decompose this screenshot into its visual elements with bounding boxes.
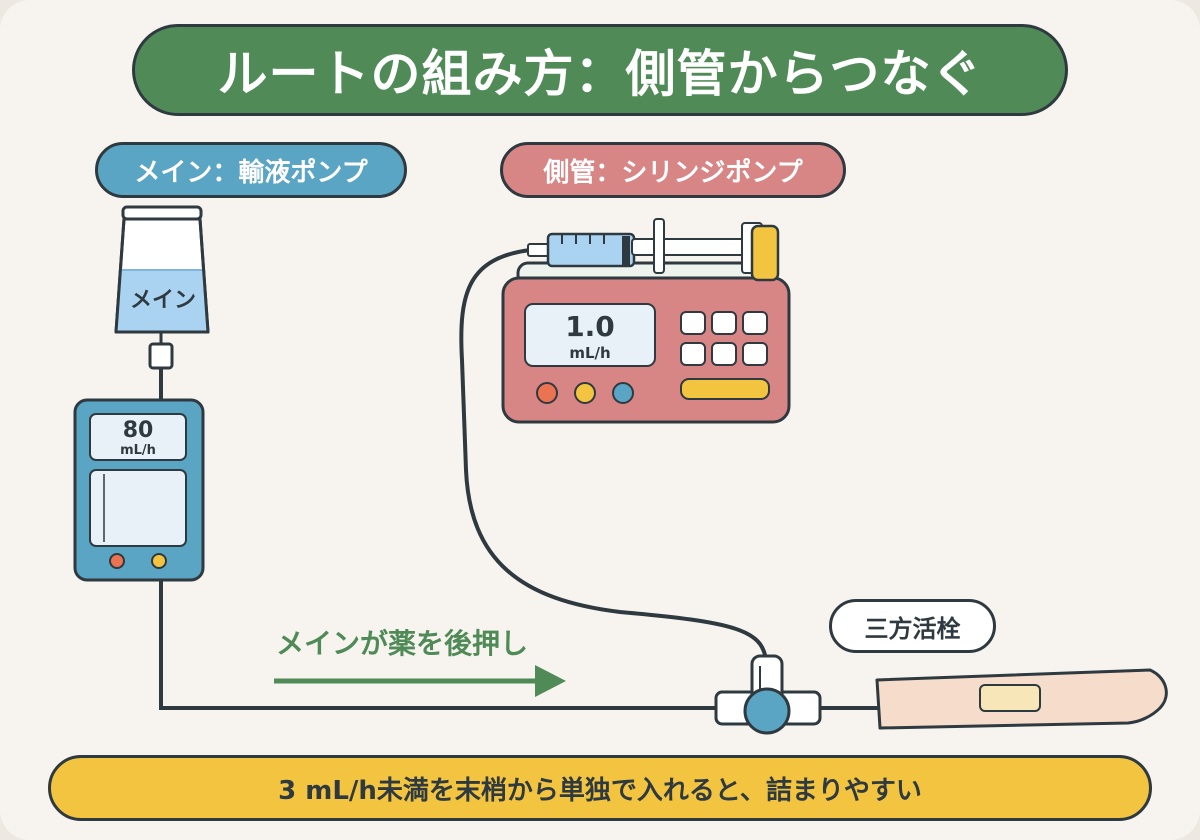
stopcock [714,654,822,735]
syringe-pump [501,261,791,424]
flow-note: メインが薬を後押し [276,627,529,660]
iv-catheter-site [875,668,1168,730]
warning-banner: 3 mL/h未満を末梢から単独で入れると、詰まりやすい [48,755,1152,821]
infusion-pump-rate: 80 [122,418,154,443]
main-route-label: メイン：輸液ポンプ [95,142,407,198]
syringe [527,218,780,282]
page-title: ルートの組み方：側管からつなぐ [132,24,1068,116]
syringe-pump-rate: 1.0 [565,310,615,343]
side-tube [459,248,768,662]
syringe-pump-keypad [680,311,768,366]
iv-bag [114,205,210,370]
main-tube [159,578,722,710]
infusion-pump-unit: mL/h [120,443,156,458]
flow-arrow [274,665,566,697]
stopcock-label: 三方活栓 [829,599,996,653]
infusion-pump [73,398,205,582]
side-route-label: 側管：シリンジポンプ [500,142,846,198]
syringe-pump-unit: mL/h [569,344,611,362]
iv-bag-label: メイン [129,288,196,313]
